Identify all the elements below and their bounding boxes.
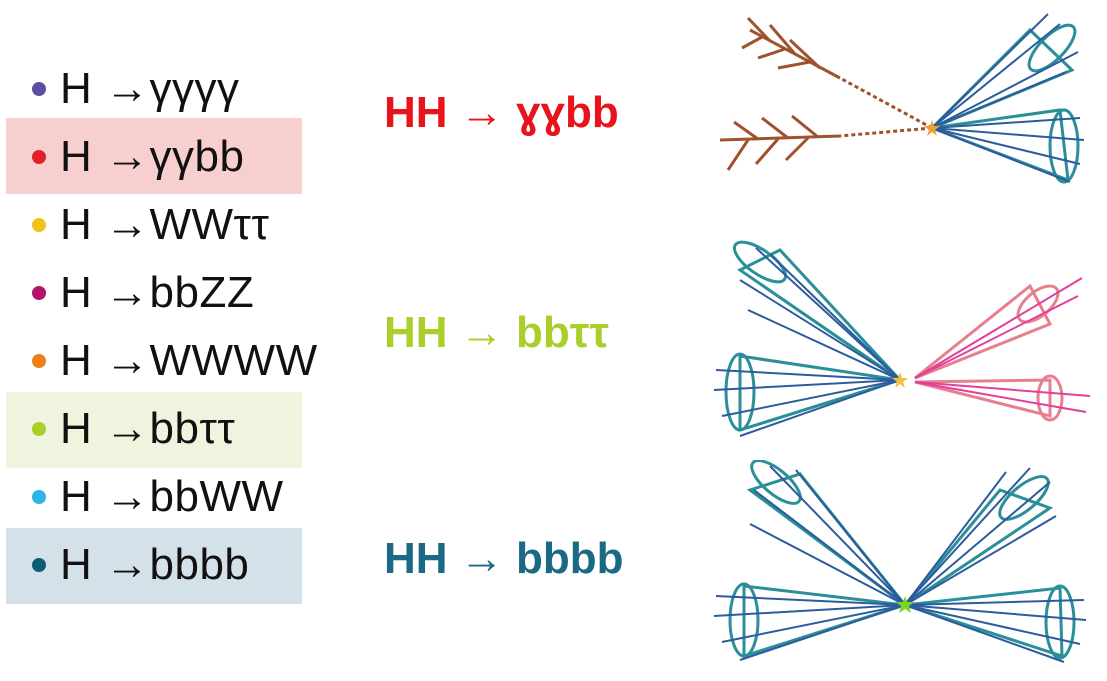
event-display-bbbb	[713, 460, 1087, 663]
bullet-dot	[32, 354, 46, 368]
list-item-bbbb: H →bbbb	[6, 532, 366, 598]
b-jet-icon	[746, 460, 907, 607]
b-jet-icon	[904, 584, 1087, 663]
tau-jet-icon	[914, 374, 1091, 422]
bullet-dot	[32, 422, 46, 436]
b-jet-icon	[930, 13, 1079, 130]
list-item-wwww: H →WWWW	[6, 328, 366, 394]
list-item-bbzz: H →bbZZ	[6, 260, 366, 326]
channel-label: H →γγγγ	[60, 64, 240, 113]
channel-label: H →bbWW	[60, 472, 284, 521]
channel-label: H →WWWW	[60, 336, 318, 385]
bullet-dot	[32, 218, 46, 232]
decay-bbbb: HH → bbbb	[384, 534, 624, 583]
channel-label: H →bbbb	[60, 540, 250, 589]
vertex-star-icon	[892, 372, 908, 388]
bullet-dot	[32, 150, 46, 164]
channel-label: H →WWττ	[60, 200, 270, 249]
tau-jet-icon	[914, 277, 1083, 380]
list-item-bbww: H →bbWW	[6, 464, 366, 530]
vertex-star-icon	[924, 120, 940, 136]
highlight-ggbb	[6, 118, 302, 194]
event-display-ggbb	[719, 13, 1085, 184]
list-item-bbtautau: H →bbττ	[6, 396, 366, 462]
decay-ggbb: HH → ɣɣbb	[384, 88, 619, 137]
photon-shower-icon	[741, 16, 933, 130]
bullet-dot	[32, 558, 46, 572]
bullet-dot	[32, 82, 46, 96]
bullet-dot	[32, 490, 46, 504]
b-jet-icon	[713, 352, 901, 437]
vertex-star-icon	[896, 596, 914, 613]
decay-channel-list: H →γγγγ H →γγbb H →WWττ H →bbZZ H →WWWW …	[0, 0, 370, 681]
channel-label: H →γγbb	[60, 132, 245, 181]
b-jet-icon	[903, 467, 1057, 607]
decay-bbtautau: HH → bbττ	[384, 308, 610, 357]
channel-label: H →bbZZ	[60, 268, 255, 317]
b-jet-icon	[713, 582, 906, 661]
highlight-bbtautau	[6, 392, 302, 468]
b-jet-icon	[931, 108, 1085, 184]
list-item-wwtautau: H →WWττ	[6, 192, 366, 258]
bullet-dot	[32, 286, 46, 300]
channel-label: H →bbττ	[60, 404, 236, 453]
event-display-bbtautau	[713, 240, 1091, 437]
b-jet-icon	[732, 240, 902, 382]
list-item-ggggg: H →γγγγ	[6, 56, 366, 122]
highlight-bbbb	[6, 528, 302, 604]
photon-shower-icon	[719, 114, 933, 171]
list-item-ggbb: H →γγbb	[6, 124, 366, 190]
